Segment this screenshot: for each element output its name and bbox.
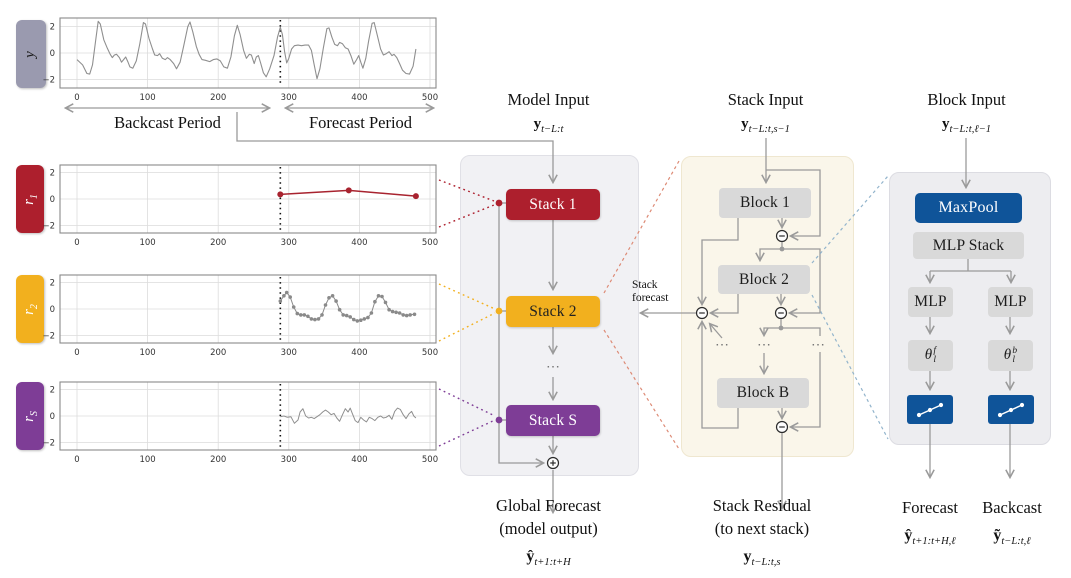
svg-text:0: 0	[50, 195, 55, 205]
svg-text:200: 200	[210, 348, 226, 358]
mlp-stack-box: MLP Stack	[913, 232, 1024, 259]
r2-axis-label: r2	[16, 275, 44, 343]
svg-text:200: 200	[210, 238, 226, 248]
svg-text:100: 100	[139, 93, 155, 103]
interp-backcast-box	[988, 395, 1034, 424]
svg-text:500: 500	[422, 455, 438, 465]
plot-svg-r2: 0 100 200 300 400 500 2 0 −2	[42, 274, 438, 358]
stack-s-box: Stack S	[506, 405, 600, 436]
global-forecast-math: ŷt+1:t+H	[526, 548, 571, 569]
backcast-output-math: ỹt−L:t,ℓ	[993, 527, 1031, 548]
stack-input-title: Stack Input	[727, 90, 804, 109]
svg-text:500: 500	[422, 238, 438, 248]
maxpool-box: MaxPool	[915, 193, 1022, 223]
svg-text:2: 2	[50, 23, 55, 33]
y-axis-label: y	[16, 20, 46, 88]
svg-text:0: 0	[74, 455, 79, 465]
svg-text:300: 300	[281, 455, 297, 465]
rS-axis-label: rS	[16, 382, 44, 450]
block-input-title: Block Input	[927, 90, 1006, 109]
rS-label-text: r	[20, 415, 37, 422]
forecast-period-label: Forecast Period	[308, 113, 413, 132]
stack-forecast-label: Stack forecast	[632, 279, 669, 304]
block-1-box: Block 1	[719, 188, 811, 218]
svg-text:300: 300	[281, 348, 297, 358]
block-input-math: yt−L:t,ℓ−1	[941, 116, 992, 135]
plot-svg-rS: 0 100 200 300 400 500 2 0 −2	[42, 381, 438, 465]
block-b-box: Block B	[717, 378, 809, 408]
r2-label-text: r	[20, 308, 37, 315]
block-input-label: Block Input yt−L:t,ℓ−1	[878, 90, 1055, 135]
stack-input-math: yt−L:t,s−1	[741, 116, 790, 135]
svg-text:200: 200	[210, 455, 226, 465]
model-input-math: yt−L:t	[533, 116, 564, 135]
backcast-period-label: Backcast Period	[114, 113, 221, 132]
block-2-box: Block 2	[718, 265, 810, 294]
interp-forecast-box	[907, 395, 953, 424]
svg-text:400: 400	[351, 348, 367, 358]
svg-text:300: 300	[281, 93, 297, 103]
svg-text:0: 0	[74, 93, 79, 103]
svg-text:100: 100	[139, 238, 155, 248]
svg-text:500: 500	[422, 348, 438, 358]
interpolation-icon	[997, 402, 1025, 417]
r1-label-text: r	[20, 198, 37, 205]
stack-residual-label: Stack Residual (to next stack) yt−L:t,s	[672, 494, 852, 574]
svg-text:2: 2	[50, 169, 55, 179]
backcast-output-label: Backcast ỹt−L:t,ℓ	[968, 496, 1056, 553]
svg-text:0: 0	[50, 412, 55, 422]
r1-axis-label: r1	[16, 165, 44, 233]
mlp-right-box: MLP	[988, 287, 1033, 317]
svg-text:−2: −2	[42, 331, 55, 341]
svg-text:−2: −2	[42, 75, 55, 85]
svg-text:400: 400	[351, 455, 367, 465]
stack-residual-math: yt−L:t,s	[743, 548, 781, 569]
svg-text:300: 300	[281, 238, 297, 248]
forecast-output-math: ŷt+1:t+H,ℓ	[904, 527, 956, 548]
stack-input-label: Stack Input yt−L:t,s−1	[677, 90, 854, 135]
mlp-left-box: MLP	[908, 287, 953, 317]
y-label-text: y	[21, 50, 38, 58]
stack-2-box: Stack 2	[506, 296, 600, 327]
svg-text:−2: −2	[42, 438, 55, 448]
svg-text:400: 400	[351, 93, 367, 103]
plot-svg-y: 0 100 200 300 400 500 2 0 −2	[42, 17, 438, 103]
svg-text:0: 0	[74, 348, 79, 358]
model-input-title: Model Input	[507, 90, 590, 109]
svg-text:−2: −2	[42, 221, 55, 231]
svg-text:2: 2	[50, 279, 55, 289]
svg-text:100: 100	[139, 455, 155, 465]
svg-text:200: 200	[210, 93, 226, 103]
global-forecast-label: Global Forecast (model output) ŷt+1:t+H	[460, 494, 637, 574]
interpolation-icon	[916, 402, 944, 417]
model-input-label: Model Input yt−L:t	[460, 90, 637, 135]
svg-text:2: 2	[50, 386, 55, 396]
svg-text:100: 100	[139, 348, 155, 358]
forecast-output-label: Forecast ŷt+1:t+H,ℓ	[886, 496, 974, 553]
svg-text:400: 400	[351, 238, 367, 248]
stack-1-box: Stack 1	[506, 189, 600, 220]
plot-svg-r1: 0 100 200 300 400 500 2 0 −2	[42, 164, 438, 248]
svg-text:0: 0	[50, 49, 55, 59]
svg-text:500: 500	[422, 93, 438, 103]
svg-text:0: 0	[74, 238, 79, 248]
svg-text:0: 0	[50, 305, 55, 315]
